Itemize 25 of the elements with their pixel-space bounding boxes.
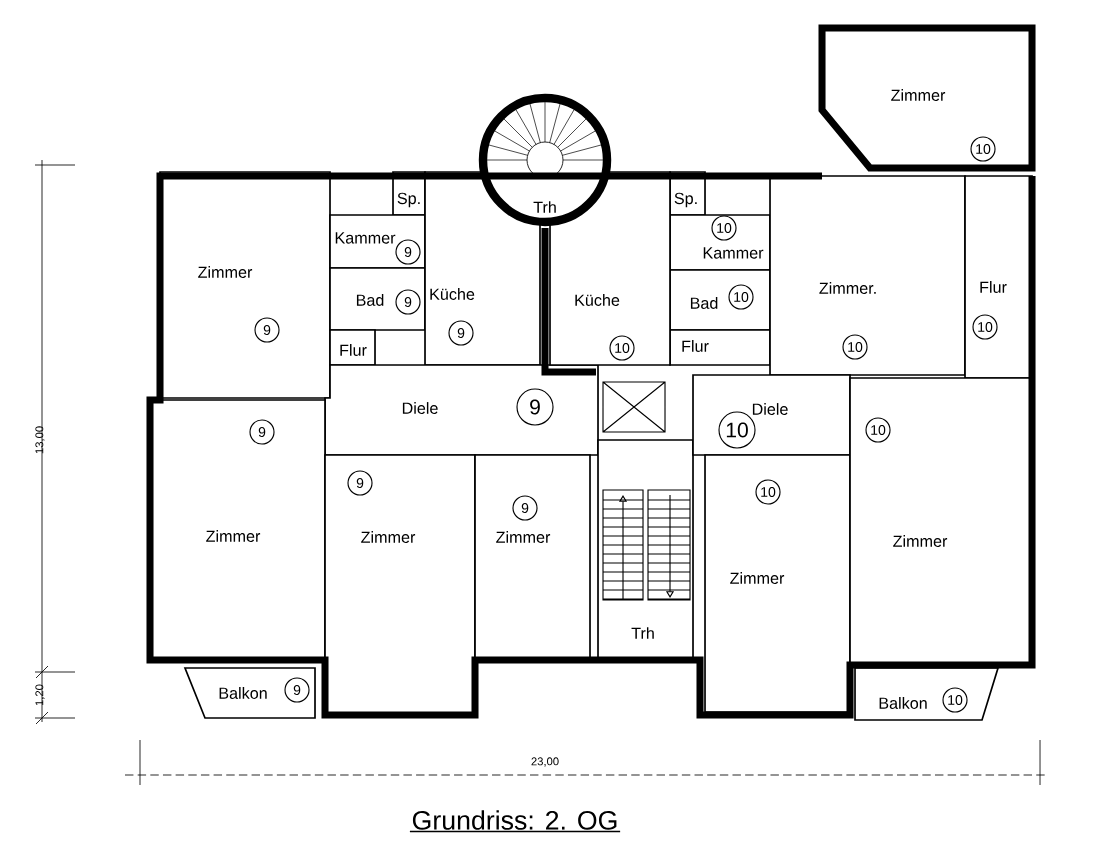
circled-number: 9 bbox=[254, 317, 280, 343]
circled-number: 10 bbox=[970, 136, 996, 162]
circled-number: 10 bbox=[728, 284, 754, 310]
circled-number: 9 bbox=[284, 677, 310, 703]
dimension-label: 23,00 bbox=[531, 757, 559, 767]
circled-number: 9 bbox=[516, 388, 554, 426]
circled-number: 10 bbox=[942, 687, 968, 713]
circled-number: 10 bbox=[755, 479, 781, 505]
spiral-stair: Trh bbox=[478, 93, 612, 227]
circled-number: 10 bbox=[972, 314, 998, 340]
room: Flur bbox=[669, 329, 771, 366]
dimension-label: 1,20 bbox=[35, 684, 45, 706]
dimension-label: 13,00 bbox=[35, 426, 45, 454]
circled-number: 9 bbox=[395, 289, 421, 315]
circled-number: 10 bbox=[711, 215, 737, 241]
room: Flur bbox=[329, 329, 376, 366]
circled-number: 10 bbox=[842, 334, 868, 360]
title: Grundriss: 2. OG bbox=[409, 810, 621, 833]
circled-number: 9 bbox=[448, 320, 474, 346]
circled-number: 9 bbox=[395, 239, 421, 265]
circled-number: 9 bbox=[347, 470, 373, 496]
circled-number: 9 bbox=[249, 419, 275, 445]
circled-number: 10 bbox=[865, 417, 891, 443]
circled-number: 10 bbox=[609, 335, 635, 361]
circled-number: 9 bbox=[512, 495, 538, 521]
